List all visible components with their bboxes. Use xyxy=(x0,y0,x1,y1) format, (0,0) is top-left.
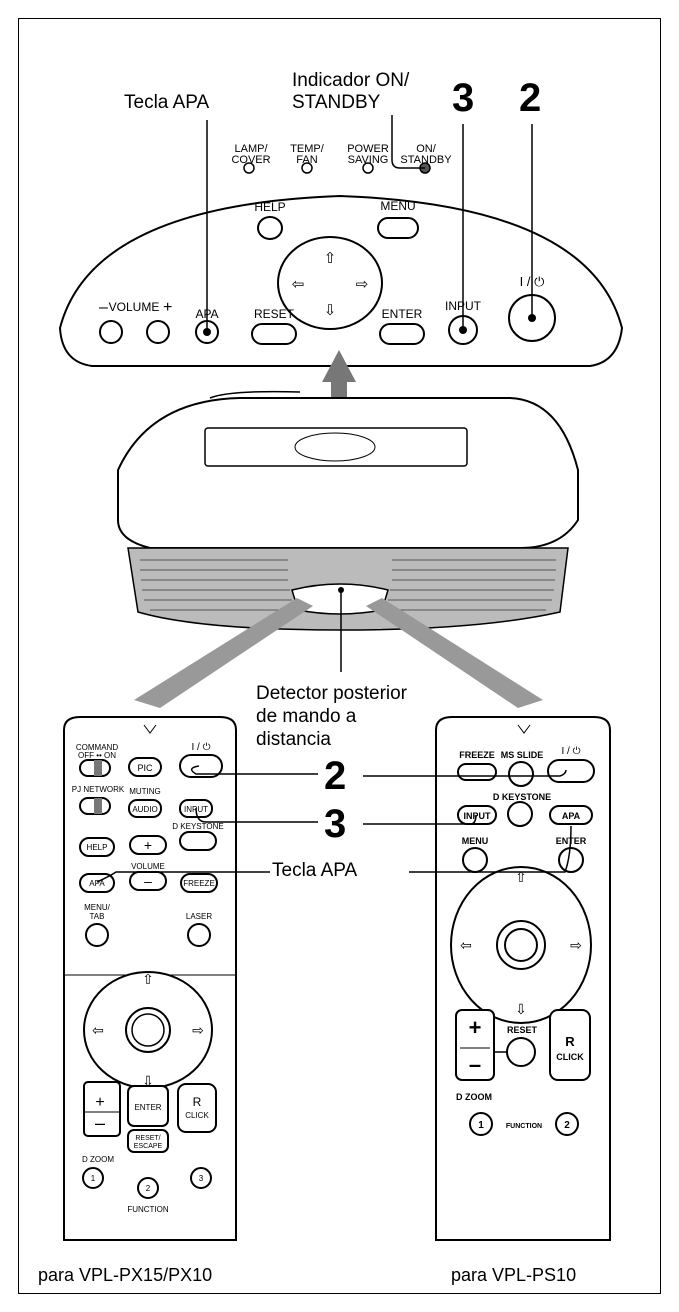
svg-text:–: – xyxy=(95,1113,105,1133)
rr-apa-label: APA xyxy=(562,811,581,821)
svg-text:+: + xyxy=(469,1015,482,1040)
svg-text:R: R xyxy=(565,1034,575,1049)
svg-text:+: + xyxy=(95,1094,104,1111)
panel-menu-button xyxy=(377,217,419,239)
panel-reset-label: RESET xyxy=(254,307,295,321)
rl-volume-label: VOLUME xyxy=(131,862,165,871)
svg-text:⇩: ⇩ xyxy=(324,302,337,319)
rr-fn2-label: 2 xyxy=(564,1120,570,1131)
rl-tab-label: TAB xyxy=(90,912,105,921)
panel-help-label: HELP xyxy=(254,200,285,214)
svg-text:⇨: ⇨ xyxy=(570,937,582,953)
panel-menu-label: MENU xyxy=(380,199,415,213)
caption-right: para VPL-PS10 xyxy=(451,1265,577,1285)
power-saving-label: POWER SAVING xyxy=(347,143,389,166)
rl-fn1-label: 1 xyxy=(91,1174,96,1183)
rl-dzoom-label: D ZOOM xyxy=(82,1155,114,1164)
svg-text:⇩: ⇩ xyxy=(515,1001,527,1017)
power-saving-led xyxy=(362,162,374,174)
panel-enter-label: ENTER xyxy=(382,307,423,321)
rl-laser-label: LASER xyxy=(186,912,212,921)
rl-function-label: FUNCTION xyxy=(127,1205,169,1214)
panel-vol-plus xyxy=(146,320,170,344)
rl-reset-label: RESET/ xyxy=(135,1135,160,1142)
rl-apa-label: APA xyxy=(89,879,105,888)
svg-text:+: + xyxy=(163,299,172,316)
rl-pic-label: PIC xyxy=(137,763,153,773)
rr-function-label: FUNCTION xyxy=(506,1123,542,1130)
rl-dkeystone-label: D KEYSTONE xyxy=(172,822,223,831)
rl-command-label: COMMAND xyxy=(76,743,118,752)
svg-text:⇦: ⇦ xyxy=(292,276,305,293)
rl-freeze-label: FREEZE xyxy=(183,879,215,888)
temp-fan-led xyxy=(301,162,313,174)
panel-volume-label: VOLUME xyxy=(109,300,160,314)
svg-text:R: R xyxy=(193,1095,202,1109)
rl-help-label: HELP xyxy=(87,843,108,852)
rl-fn3-label: 3 xyxy=(199,1174,204,1183)
rr-msslide-label: MS SLIDE xyxy=(501,750,544,760)
figure-frame xyxy=(18,18,661,1294)
step-3-top: 3 xyxy=(452,76,475,120)
svg-text:–: – xyxy=(99,299,108,316)
svg-text:CLICK: CLICK xyxy=(556,1052,584,1062)
rl-power-label: I / ⏻ xyxy=(191,742,210,753)
svg-text:⇨: ⇨ xyxy=(356,276,369,293)
step-2-mid: 2 xyxy=(324,754,347,798)
svg-text:–: – xyxy=(469,1052,481,1077)
rr-menu-label: MENU xyxy=(462,836,489,846)
on-standby-callout: Indicador ON/ STANDBY xyxy=(292,70,410,113)
panel-dpad xyxy=(277,236,383,330)
rr-dzoom-label: D ZOOM xyxy=(456,1092,492,1102)
indicator-row xyxy=(243,162,431,174)
rl-pjnetwork-label: PJ NETWORK xyxy=(72,785,125,794)
rl-audio-label: AUDIO xyxy=(132,805,157,814)
step-2-top: 2 xyxy=(519,76,542,120)
temp-fan-label: TEMP/ FAN xyxy=(290,143,324,166)
svg-text:⇨: ⇨ xyxy=(192,1022,204,1038)
panel-help-button xyxy=(257,216,283,240)
svg-text:⇦: ⇦ xyxy=(92,1022,104,1038)
svg-text:CLICK: CLICK xyxy=(185,1111,209,1120)
svg-text:⇩: ⇩ xyxy=(142,1073,154,1089)
step-3-mid: 3 xyxy=(324,802,347,846)
apa-key-callout-mid: Tecla APA xyxy=(272,860,358,881)
projector-body xyxy=(117,390,579,631)
on-standby-label: ON/ STANDBY xyxy=(400,143,452,166)
svg-text:–: – xyxy=(144,873,152,889)
svg-text:⇧: ⇧ xyxy=(324,250,337,267)
rl-fn2-label: 2 xyxy=(146,1184,151,1193)
rl-enter-label: ENTER xyxy=(134,1103,161,1112)
svg-text:⇧: ⇧ xyxy=(515,869,527,885)
rr-dkeystone-label: D KEYSTONE xyxy=(493,792,551,802)
panel-reset-button xyxy=(251,323,297,345)
rr-input-label: INPUT xyxy=(464,811,492,821)
rl-menu-label: MENU/ xyxy=(84,903,111,912)
panel-vol-minus xyxy=(99,320,123,344)
svg-text:⇧: ⇧ xyxy=(142,971,154,987)
rl-escape-label: ESCAPE xyxy=(134,1143,163,1150)
apa-key-callout-top: Tecla APA xyxy=(124,92,210,113)
rl-offon-label: OFF •• ON xyxy=(78,751,116,760)
rr-power-label: I / ⏻ xyxy=(561,746,580,757)
rr-reset-label: RESET xyxy=(507,1025,538,1035)
rr-freeze-label: FREEZE xyxy=(459,750,495,760)
rr-fn1-label: 1 xyxy=(478,1120,484,1131)
rl-muting-label: MUTING xyxy=(129,787,161,796)
svg-text:+: + xyxy=(144,837,152,853)
lamp-cover-led xyxy=(243,162,255,174)
svg-text:⇦: ⇦ xyxy=(460,937,472,953)
lamp-cover-label: LAMP/ COVER xyxy=(231,143,271,166)
remote-right xyxy=(435,716,611,1241)
caption-left: para VPL-PX15/PX10 xyxy=(38,1265,213,1285)
panel-enter-button xyxy=(379,323,425,345)
rear-remote-detector-callout: Detector posterior de mando a distancia xyxy=(256,683,408,750)
